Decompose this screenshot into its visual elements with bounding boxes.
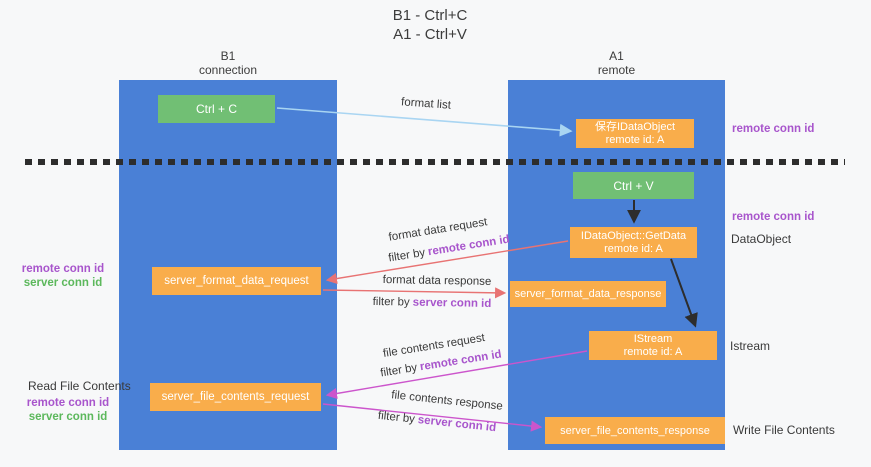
annotation-remote-conn-id-bottom: remote conn id	[26, 397, 110, 409]
annotation-dataobject: DataObject	[731, 232, 792, 246]
node-istream-line2: remote id: A	[623, 345, 683, 358]
filter-server-conn-id: server conn id	[412, 296, 492, 311]
annotation-left-conn-ids: remote conn id server conn id	[18, 262, 108, 290]
arrow-file-contents-request	[325, 350, 588, 400]
arrow-format-data-request	[325, 240, 569, 285]
node-server-file-contents-request-label: server_file_contents_request	[161, 391, 310, 403]
node-server-file-contents-request: server_file_contents_request	[150, 383, 321, 411]
annotation-left-bottom-conn-ids: remote conn id server conn id	[18, 396, 118, 424]
arrow-getdata-to-istream	[670, 258, 698, 328]
diagram-title-line2: A1 - Ctrl+V	[393, 26, 467, 43]
node-istream: IStream remote id: A	[589, 331, 717, 360]
arrow-format-list	[276, 107, 573, 137]
annotation-server-conn-id-bottom: server conn id	[28, 411, 108, 423]
annotation-remote-conn-id-top: remote conn id	[732, 123, 815, 135]
node-ctrl-v-label: Ctrl + V	[613, 178, 654, 193]
node-ctrl-v: Ctrl + V	[573, 172, 694, 199]
lane-b1-title: B1	[220, 49, 236, 63]
lane-b1-subtitle: connection	[198, 63, 258, 77]
lane-a1-title: A1	[609, 49, 624, 63]
node-idataobject-getdata-line1: IDataObject::GetData	[580, 229, 687, 242]
lane-header-b1: B1 connection	[119, 49, 337, 77]
lane-a1-subtitle: remote	[597, 63, 636, 77]
annotation-server-conn-id-left: server conn id	[23, 277, 103, 289]
diagram-title-line1: B1 - Ctrl+C	[392, 7, 468, 24]
node-server-format-data-request-label: server_format_data_request	[164, 275, 309, 287]
annotation-read-file-contents: Read File Contents	[28, 379, 131, 393]
annotation-remote-conn-id-left: remote conn id	[21, 263, 105, 275]
arrow-format-data-response	[322, 287, 507, 299]
node-ctrl-c: Ctrl + C	[158, 95, 275, 123]
node-server-format-data-request: server_format_data_request	[152, 267, 321, 295]
phase-separator-dashed-line	[25, 159, 845, 165]
node-idataobject-getdata: IDataObject::GetData remote id: A	[570, 227, 697, 258]
label-format-data-response: format data response	[382, 274, 492, 288]
node-server-file-contents-response: server_file_contents_response	[545, 417, 725, 444]
lane-header-a1: A1 remote	[508, 49, 725, 77]
node-server-file-contents-response-label: server_file_contents_response	[560, 424, 710, 437]
annotation-remote-conn-id-mid: remote conn id	[732, 211, 815, 223]
node-save-idataobject-line1: 保存IDataObject	[594, 120, 676, 133]
node-ctrl-c-label: Ctrl + C	[195, 102, 237, 116]
annotation-istream: Istream	[730, 339, 771, 353]
arrow-file-contents-response	[322, 403, 543, 432]
node-server-format-data-response-label: server_format_data_response	[514, 288, 662, 300]
node-save-idataobject-line2: remote id: A	[605, 133, 665, 146]
node-idataobject-getdata-line2: remote id: A	[604, 242, 663, 255]
node-server-format-data-response: server_format_data_response	[510, 281, 666, 307]
diagram-title: B1 - Ctrl+C A1 - Ctrl+V	[300, 6, 560, 44]
filter-prefix-text: filter by	[372, 295, 410, 309]
node-istream-line1: IStream	[633, 332, 673, 345]
node-save-idataobject: 保存IDataObject remote id: A	[576, 119, 694, 148]
annotation-write-file-contents: Write File Contents	[733, 423, 835, 437]
